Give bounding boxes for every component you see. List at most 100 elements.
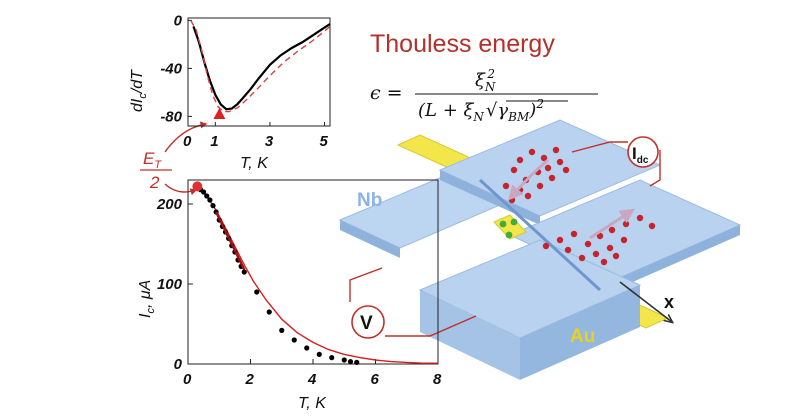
particle-red xyxy=(636,214,644,222)
particle-red xyxy=(536,182,544,190)
particle-red xyxy=(564,246,572,254)
nb-slab-left-side xyxy=(340,220,400,258)
voltage-wire xyxy=(349,267,477,337)
energy-arrow-lower xyxy=(164,183,198,196)
critical-current-fit xyxy=(196,187,438,364)
cooper-pair-particles xyxy=(499,218,518,239)
nb-slab-lower-side xyxy=(420,290,520,380)
data-point xyxy=(291,337,297,343)
particle-red xyxy=(548,174,556,182)
particle-red xyxy=(622,220,630,228)
particle-green xyxy=(510,218,518,226)
derivative-series-measured xyxy=(192,23,331,111)
particle-red xyxy=(528,148,536,156)
particle-red xyxy=(612,252,620,260)
data-point xyxy=(266,309,272,315)
main-y-tick-label: 100 xyxy=(157,276,183,293)
data-point xyxy=(204,193,210,199)
particle-red xyxy=(648,222,656,230)
nb-label: Nb xyxy=(357,190,382,211)
derivative-series-model xyxy=(190,20,331,113)
derivative-chart-ylabel: dIc/dT xyxy=(129,69,149,112)
main-x-tick-label: 6 xyxy=(371,371,380,388)
derivative-y-tick-label: -80 xyxy=(160,108,182,125)
derivative-x-tick-label: 5 xyxy=(320,133,329,150)
particle-red xyxy=(556,236,564,244)
particle-green xyxy=(505,231,513,239)
particle-red xyxy=(606,244,614,252)
particle-red xyxy=(620,236,628,244)
main-x-tick-label: 0 xyxy=(183,371,192,388)
data-point xyxy=(279,327,285,333)
data-point xyxy=(316,351,322,357)
flow-arrow-lower xyxy=(589,208,636,240)
derivative-chart-xlabel: T, K xyxy=(240,155,269,172)
derivative-chart: 0 1 3 5 0 -40 -80 T, K dIc/dT xyxy=(129,12,331,172)
derivative-y-tick-label: 0 xyxy=(174,12,183,29)
particle-red xyxy=(502,182,510,190)
particle-red xyxy=(562,166,570,174)
particle-red xyxy=(508,196,516,204)
derivative-y-tick-label: -40 xyxy=(160,60,182,77)
particle-red xyxy=(578,254,586,262)
data-point xyxy=(254,289,260,295)
main-x-tick-label: 4 xyxy=(307,371,317,388)
device-illustration: Idc V Nb Au x xyxy=(338,119,742,380)
energy-label: ET 2 xyxy=(140,121,208,196)
main-x-tick-label: 2 xyxy=(245,371,255,388)
data-point xyxy=(241,269,247,275)
particle-red xyxy=(600,258,608,266)
data-point xyxy=(347,359,354,365)
formula-numerator: ξN2 xyxy=(475,67,496,94)
x-direction-label: x xyxy=(664,292,674,312)
main-y-tick-label: 0 xyxy=(174,356,183,373)
particle-red xyxy=(544,164,552,172)
flow-arrow-upper xyxy=(508,158,549,201)
derivative-chart-frame xyxy=(187,17,331,127)
formula-denominator: (L + ξN√γBM)2 xyxy=(418,97,544,124)
particle-red xyxy=(510,166,518,174)
current-source-label: Idc xyxy=(632,144,649,166)
particle-red xyxy=(542,242,550,250)
current-wire xyxy=(571,141,661,187)
au-label: Au xyxy=(570,326,595,347)
derivative-x-tick-label: 3 xyxy=(265,133,274,150)
figure-title: Thouless energy xyxy=(370,30,555,58)
critical-current-points xyxy=(194,185,360,365)
particle-green xyxy=(499,220,507,228)
data-point xyxy=(341,357,347,363)
data-point xyxy=(210,203,216,209)
critical-current-fit-segment xyxy=(215,211,246,271)
data-point xyxy=(329,355,335,361)
x-direction-arrow xyxy=(619,281,672,322)
derivative-x-tick-label: 1 xyxy=(210,133,218,150)
formula-lhs: ϵ = xyxy=(370,82,403,104)
particle-red xyxy=(540,154,548,162)
derivative-minimum-marker xyxy=(213,108,226,119)
nb-slab-lower-front xyxy=(520,285,640,380)
data-point xyxy=(207,197,213,203)
energy-label-denominator: 2 xyxy=(149,173,160,192)
particle-red xyxy=(584,240,592,248)
data-point xyxy=(304,345,310,351)
nb-slab-bottom-side xyxy=(610,225,740,292)
critical-current-marker xyxy=(192,181,203,192)
critical-current-chart-xlabel: T, K xyxy=(298,395,327,412)
derivative-x-tick-label: 0 xyxy=(183,133,192,150)
particle-red xyxy=(570,230,578,238)
particle-red xyxy=(592,250,600,258)
data-point xyxy=(201,189,207,195)
thouless-formula: ϵ = ξN2 (L + ξN√γBM)2 xyxy=(370,67,598,124)
main-y-tick-label: 200 xyxy=(156,196,183,213)
particle-red xyxy=(608,226,616,234)
particle-red xyxy=(556,158,564,166)
particle-red xyxy=(596,232,604,240)
particle-red xyxy=(516,156,524,164)
energy-label-numerator: ET xyxy=(143,149,162,171)
particle-red xyxy=(524,192,532,200)
junction-gap xyxy=(478,178,602,292)
particle-red xyxy=(552,146,560,154)
voltmeter-label: V xyxy=(360,313,373,334)
